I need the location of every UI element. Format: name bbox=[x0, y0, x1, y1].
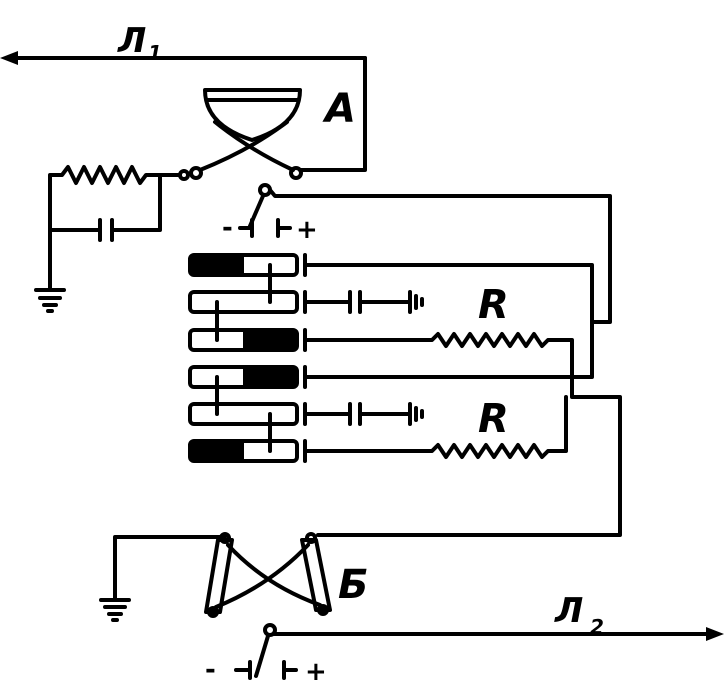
relay-b bbox=[99, 532, 332, 622]
contact-bar-1 bbox=[188, 253, 299, 277]
label-relay-b: Б bbox=[338, 562, 369, 608]
bar-fill bbox=[243, 330, 297, 350]
contact-bar-3 bbox=[188, 328, 299, 352]
bar-outline bbox=[188, 439, 299, 463]
contact-bar-5 bbox=[188, 402, 299, 426]
label-resistor-top: R bbox=[478, 282, 509, 328]
label-relay-a: А bbox=[322, 86, 356, 132]
bar-outline bbox=[188, 253, 299, 277]
switch-top[interactable] bbox=[238, 183, 612, 324]
label-l2-sub: 2 bbox=[590, 615, 604, 639]
arrow-left-icon bbox=[0, 51, 18, 65]
relay-a bbox=[189, 88, 303, 180]
label-l2: Л bbox=[554, 591, 583, 631]
bar-outline bbox=[188, 290, 299, 314]
ground-icon bbox=[99, 598, 131, 622]
input-rc-network bbox=[34, 165, 193, 313]
label-l1: Л bbox=[117, 21, 146, 61]
label-resistor-bottom: R bbox=[478, 396, 509, 442]
switch-top-plus: + bbox=[296, 215, 318, 245]
switch-bottom-plus: + bbox=[305, 657, 327, 684]
contact-bar-6 bbox=[188, 439, 299, 463]
bar-outline bbox=[188, 402, 299, 426]
line-l1 bbox=[0, 51, 367, 172]
switch-top-minus: - bbox=[222, 213, 233, 243]
bar-fill bbox=[190, 441, 244, 461]
ground-icon bbox=[34, 288, 66, 313]
bar-outline bbox=[188, 328, 299, 352]
label-l1-sub: 1 bbox=[148, 41, 162, 65]
contact-bar-2 bbox=[188, 290, 299, 314]
contact-bar-4 bbox=[188, 365, 299, 389]
switch-bottom[interactable] bbox=[234, 623, 298, 680]
line-l2 bbox=[272, 627, 724, 641]
bar-outline bbox=[188, 365, 299, 389]
contact-bars bbox=[188, 253, 299, 463]
bar-fill bbox=[243, 367, 297, 387]
bar-wiring bbox=[215, 253, 622, 537]
bar-fill bbox=[190, 255, 244, 275]
arrow-right-icon bbox=[706, 627, 724, 641]
switch-bottom-minus: - bbox=[205, 655, 216, 684]
